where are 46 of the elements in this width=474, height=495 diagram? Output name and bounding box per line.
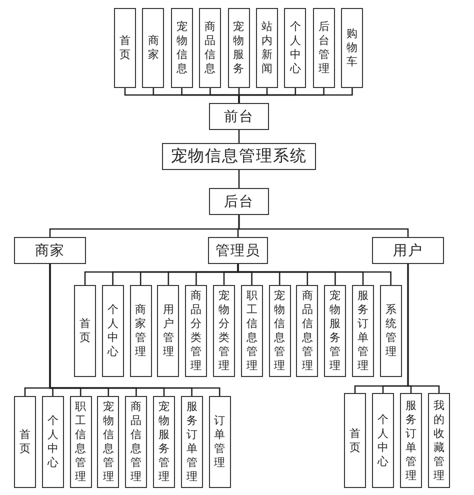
menu-box: 职工信息管理	[240, 285, 263, 377]
menu-box: 宠物信息	[170, 8, 193, 88]
connector-line	[238, 130, 240, 143]
connector-line	[238, 170, 240, 188]
menu-box: 个人中心	[284, 8, 306, 88]
menu-box: 宠物服务管理	[324, 285, 346, 377]
module-box: 管理员	[208, 237, 268, 264]
menu-box: 首页	[114, 8, 136, 88]
menu-box: 首页	[14, 396, 36, 488]
module-box: 前台	[209, 103, 269, 130]
menu-box: 职工信息管理	[70, 396, 92, 488]
menu-box: 商品信息	[199, 8, 222, 88]
system-box: 宠物信息管理系统	[162, 143, 316, 170]
menu-box: 宠物信息管理	[97, 396, 120, 488]
menu-box: 用户管理	[157, 285, 180, 377]
module-box: 用户	[372, 237, 444, 264]
menu-box: 首页	[344, 393, 366, 488]
menu-box: 个人中心	[42, 396, 64, 488]
menu-box: 系统管理	[380, 285, 402, 377]
menu-box: 商家	[142, 8, 164, 88]
menu-box: 首页	[74, 285, 96, 377]
menu-box: 商家管理	[130, 285, 152, 377]
menu-box: 订单管理	[208, 396, 231, 488]
module-box: 商家	[14, 237, 86, 264]
menu-box: 宠物信息管理	[268, 285, 291, 377]
menu-box: 我的收藏管理	[428, 393, 450, 488]
menu-box: 宠物分类管理	[213, 285, 235, 377]
menu-box: 商品信息管理	[125, 396, 148, 488]
menu-box: 宠物服务管理	[153, 396, 175, 488]
menu-box: 商品分类管理	[185, 285, 208, 377]
menu-box: 宠物服务	[228, 8, 250, 88]
connector-line	[238, 88, 353, 103]
menu-box: 服务订单管理	[180, 396, 203, 488]
menu-box: 商品信息管理	[296, 285, 318, 377]
connector-line	[407, 264, 440, 393]
connector-line	[49, 264, 220, 396]
menu-box: 服务订单管理	[400, 393, 422, 488]
menu-box: 购物车	[341, 8, 364, 88]
connector-line	[238, 215, 409, 237]
menu-box: 站内新闻	[256, 8, 278, 88]
module-box: 后台	[209, 188, 269, 215]
menu-box: 个人中心	[102, 285, 124, 377]
menu-box: 后台管理	[312, 8, 335, 88]
menu-box: 个人中心	[372, 393, 394, 488]
menu-box: 服务订单管理	[352, 285, 374, 377]
connector-line	[237, 264, 392, 285]
